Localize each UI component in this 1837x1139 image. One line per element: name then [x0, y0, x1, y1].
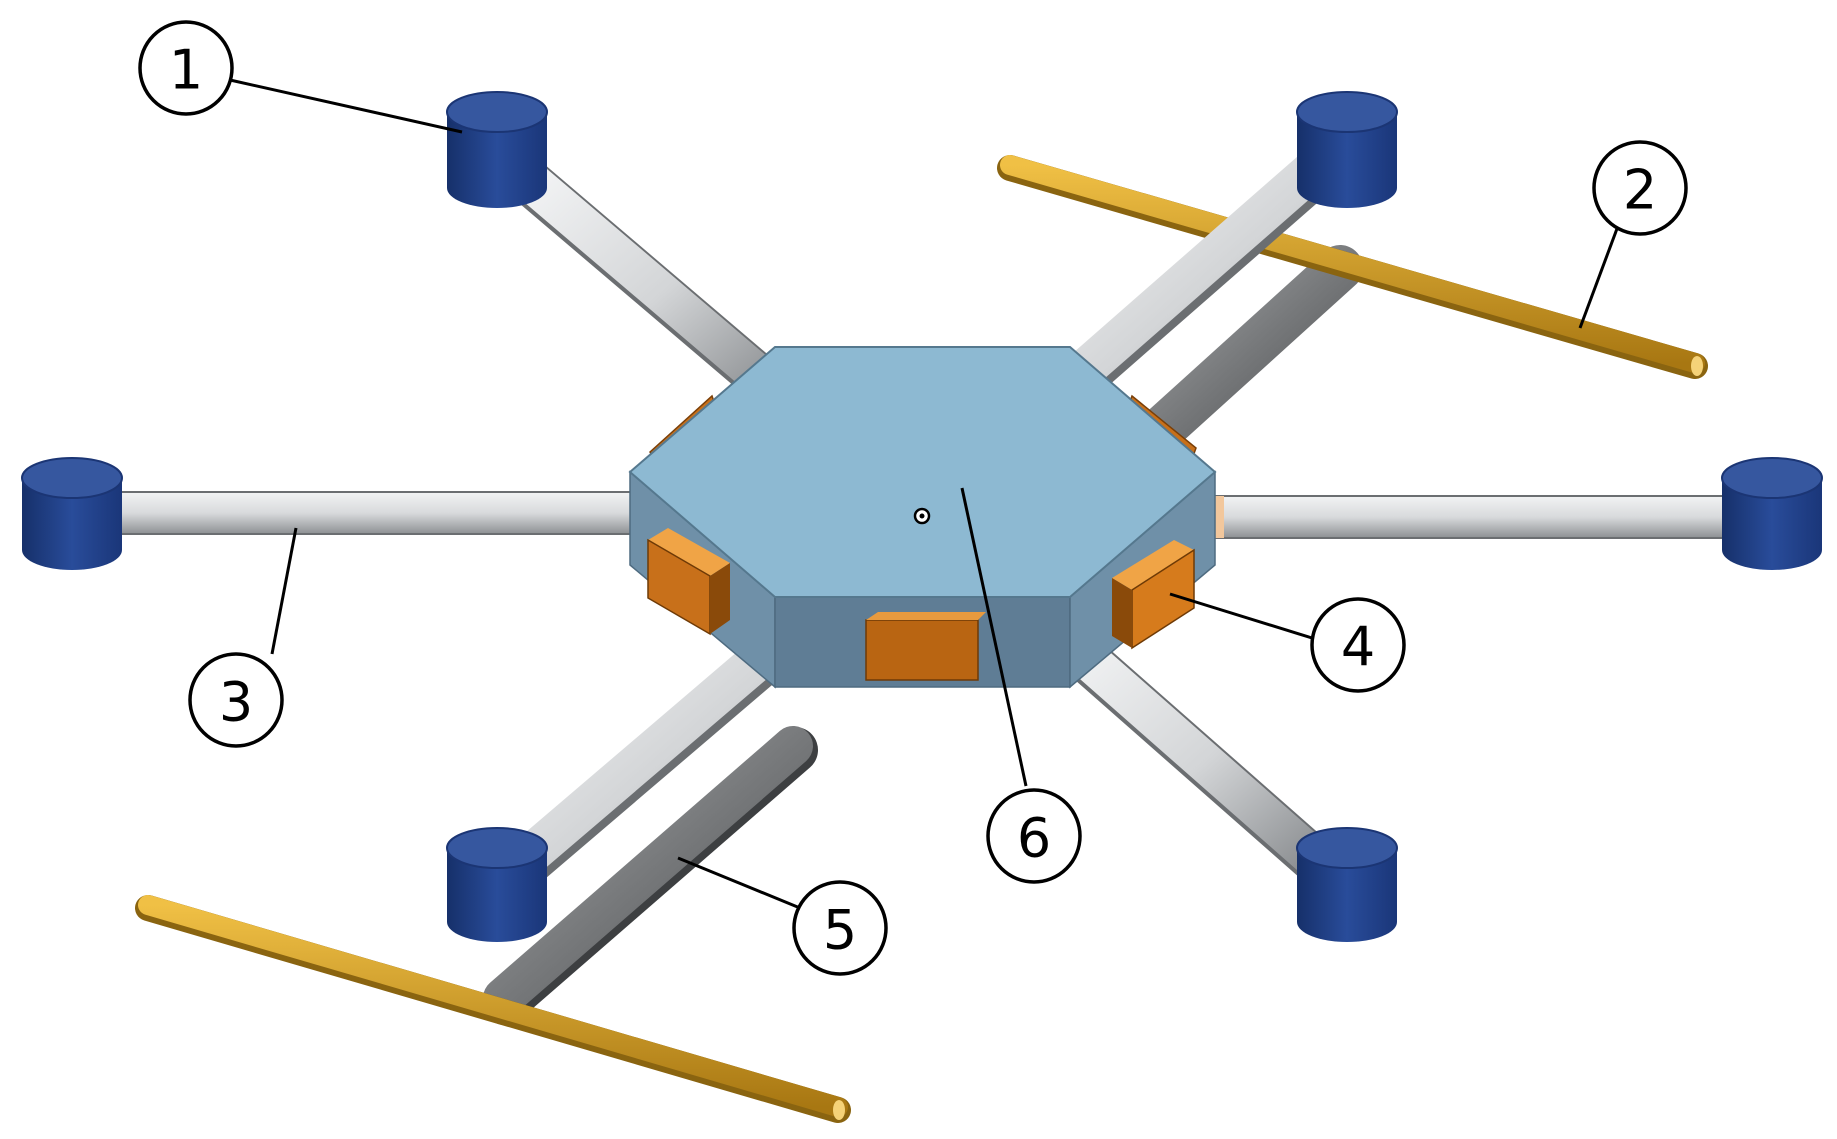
- callout-2-label: 2: [1623, 159, 1657, 222]
- callout-2: 2: [1592, 140, 1688, 236]
- callout-3: 3: [188, 652, 284, 748]
- battery-right: [1112, 540, 1195, 650]
- front-landing-strut: [482, 726, 818, 1025]
- callout-4-label: 4: [1341, 616, 1375, 679]
- motor-bottom-right: [1296, 827, 1398, 942]
- motor-right: [1721, 457, 1823, 570]
- callouts: 1 2 3 4 5 6: [138, 20, 1688, 976]
- leader-2: [1578, 225, 1620, 329]
- leader-6: [960, 487, 1028, 787]
- arm-top-left: [502, 154, 803, 418]
- arm-bottom-right: [1047, 621, 1343, 888]
- leader-3: [270, 527, 298, 655]
- batteries: [647, 528, 1195, 681]
- arms: [109, 146, 1751, 893]
- callout-6: 6: [986, 788, 1082, 884]
- arm-right: [1209, 495, 1751, 539]
- battery-front: [865, 612, 986, 681]
- leader-1: [229, 78, 463, 134]
- motor-top-right: [1296, 91, 1398, 208]
- leader-4: [1169, 592, 1313, 640]
- arm-bottom-left: [497, 624, 803, 893]
- leader-lines: [229, 78, 1620, 910]
- leader-5: [677, 856, 801, 910]
- motor-left: [21, 457, 123, 570]
- callout-6-label: 6: [1017, 807, 1051, 870]
- motor-bottom-left: [446, 827, 548, 942]
- motors: [21, 91, 1823, 942]
- callout-1: 1: [138, 20, 234, 116]
- callout-1-label: 1: [169, 39, 203, 102]
- battery-left: [647, 528, 730, 636]
- arm-top-right: [1057, 146, 1343, 403]
- landing-skid-rear: [997, 155, 1708, 379]
- callout-5: 5: [792, 880, 888, 976]
- motor-top-left: [446, 91, 548, 208]
- arm-left: [109, 491, 651, 535]
- landing-skid-front: [135, 895, 851, 1123]
- callout-4: 4: [1310, 597, 1406, 693]
- rear-landing-strut: [1127, 245, 1363, 463]
- callout-3-label: 3: [219, 671, 253, 734]
- callout-5-label: 5: [823, 899, 857, 962]
